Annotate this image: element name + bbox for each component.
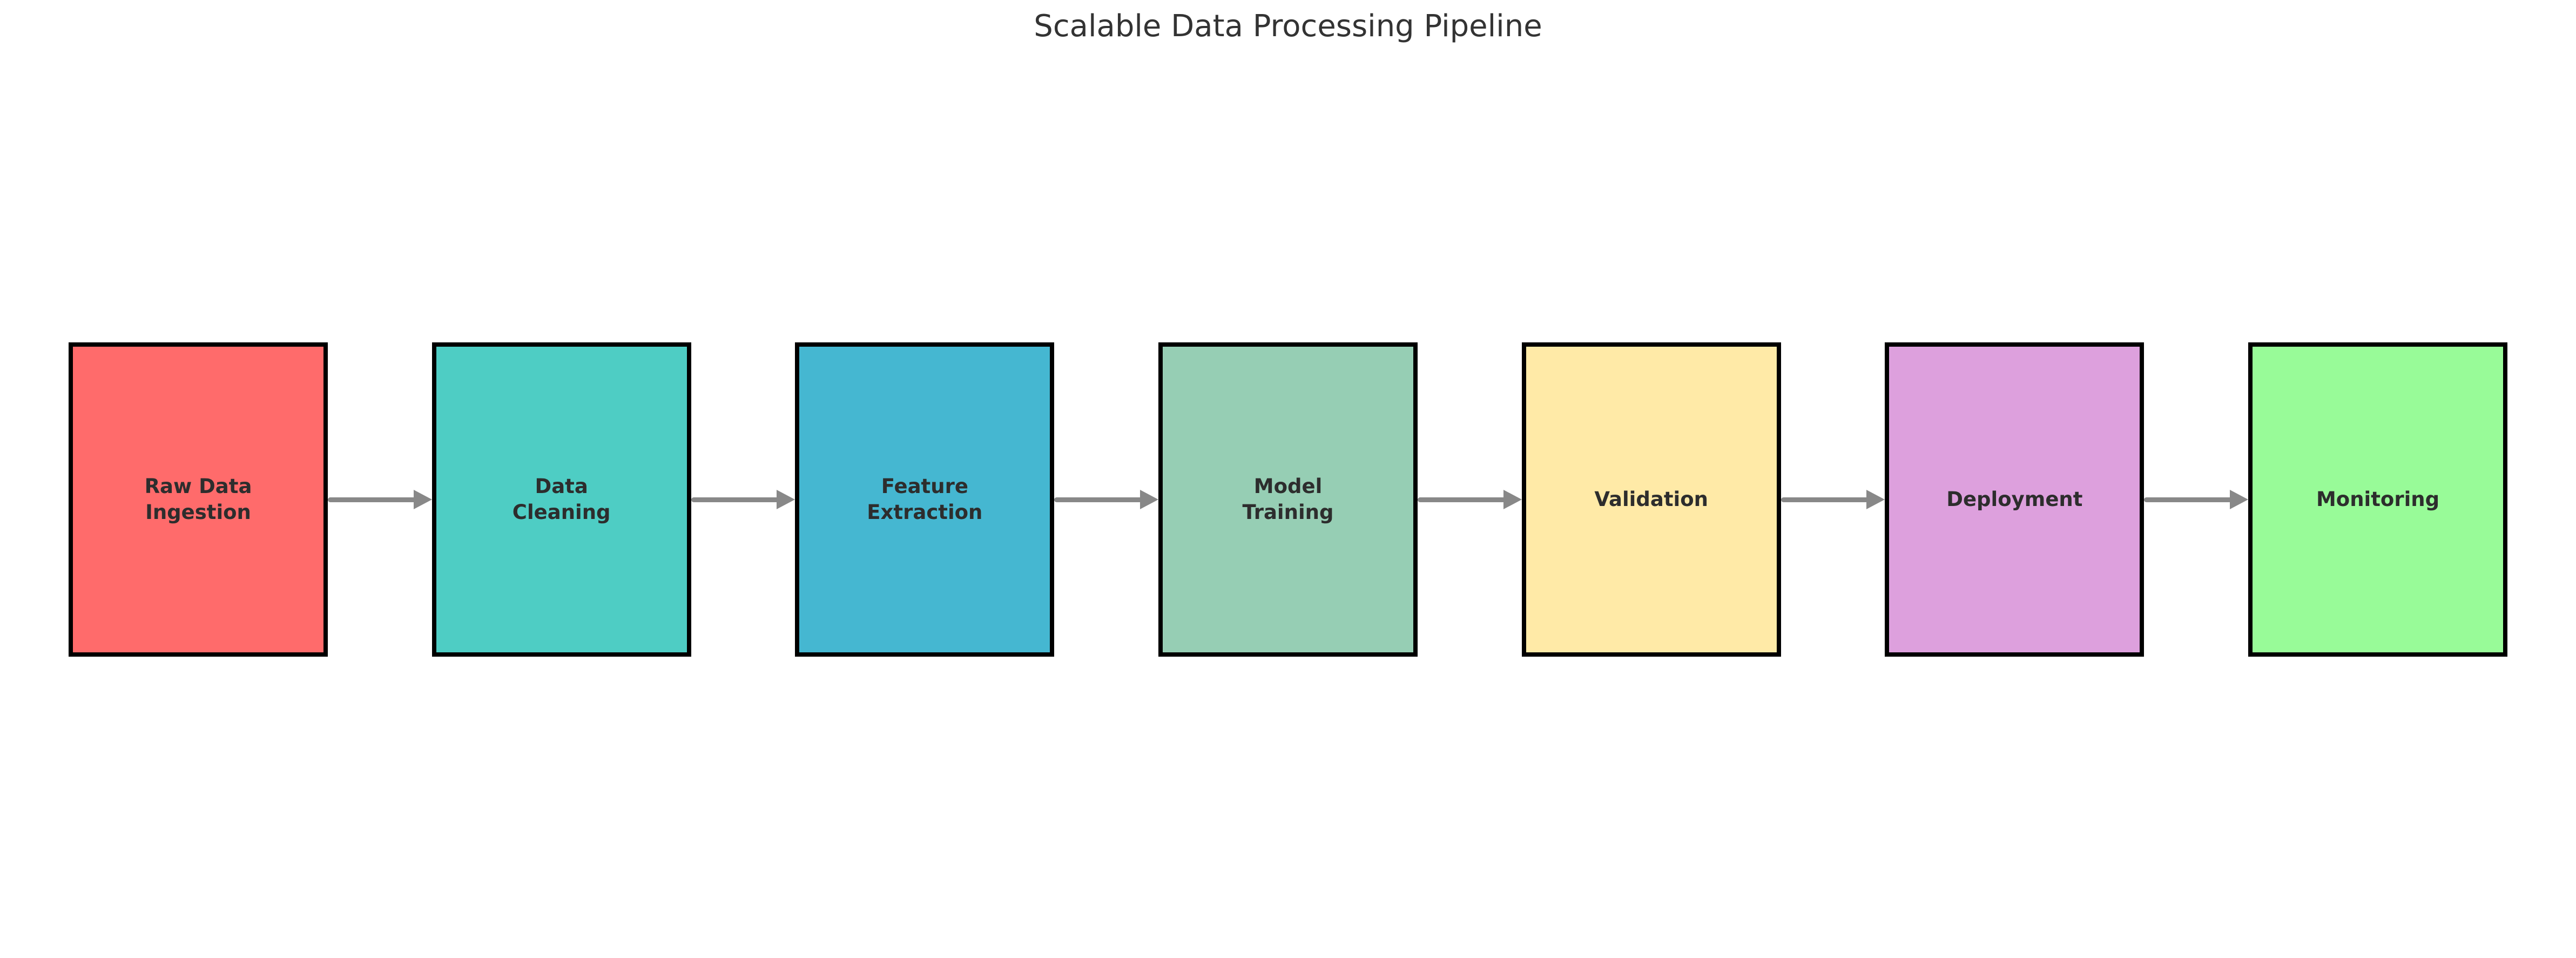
node-label: Raw Data Ingestion — [145, 474, 252, 525]
node-label-line2: Ingestion — [145, 501, 251, 524]
arrow-data-cleaning-to-feature-extraction — [691, 342, 795, 657]
arrow-shaft — [2144, 497, 2234, 502]
arrow-head-icon — [1866, 490, 1885, 509]
arrow-head-icon — [413, 490, 432, 509]
node-label-line1: Feature — [881, 474, 968, 498]
node-label-line1: Data — [535, 474, 588, 498]
pipeline-flow: Raw Data Ingestion Data Cleaning Feature… — [69, 342, 2508, 657]
node-label: Data Cleaning — [512, 474, 611, 525]
node-label: Deployment — [1946, 487, 2082, 512]
arrow-shaft — [1418, 497, 1507, 502]
node-raw-data-ingestion: Raw Data Ingestion — [69, 342, 328, 657]
arrow-feature-extraction-to-model-training — [1054, 342, 1159, 657]
arrow-head-icon — [2230, 490, 2249, 509]
node-label: Monitoring — [2316, 487, 2439, 512]
node-label-line1: Monitoring — [2316, 487, 2440, 511]
arrow-head-icon — [777, 490, 795, 509]
node-data-cleaning: Data Cleaning — [431, 342, 691, 657]
arrow-raw-data-ingestion-to-data-cleaning — [328, 342, 432, 657]
node-label-line2: Training — [1242, 501, 1334, 524]
arrow-head-icon — [1140, 490, 1159, 509]
node-label-line1: Validation — [1594, 487, 1708, 511]
node-label-line1: Raw Data — [144, 474, 252, 498]
arrow-head-icon — [1503, 490, 1522, 509]
node-deployment: Deployment — [1885, 342, 2145, 657]
arrow-shaft — [1054, 497, 1144, 502]
arrow-deployment-to-monitoring — [2144, 342, 2249, 657]
node-label: Model Training — [1243, 474, 1334, 525]
node-monitoring: Monitoring — [2248, 342, 2508, 657]
arrow-shaft — [691, 497, 780, 502]
node-label: Feature Extraction — [867, 474, 982, 525]
arrow-shaft — [1781, 497, 1870, 502]
node-label-line2: Extraction — [867, 501, 983, 524]
arrow-model-training-to-validation — [1418, 342, 1522, 657]
arrow-validation-to-deployment — [1781, 342, 1885, 657]
node-label-line2: Cleaning — [512, 501, 611, 524]
node-model-training: Model Training — [1158, 342, 1418, 657]
node-feature-extraction: Feature Extraction — [795, 342, 1055, 657]
node-validation: Validation — [1521, 342, 1781, 657]
node-label: Validation — [1594, 487, 1708, 512]
node-label-line1: Model — [1253, 474, 1323, 498]
page-title: Scalable Data Processing Pipeline — [1034, 9, 1542, 44]
node-label-line1: Deployment — [1946, 487, 2083, 511]
arrow-shaft — [328, 497, 417, 502]
